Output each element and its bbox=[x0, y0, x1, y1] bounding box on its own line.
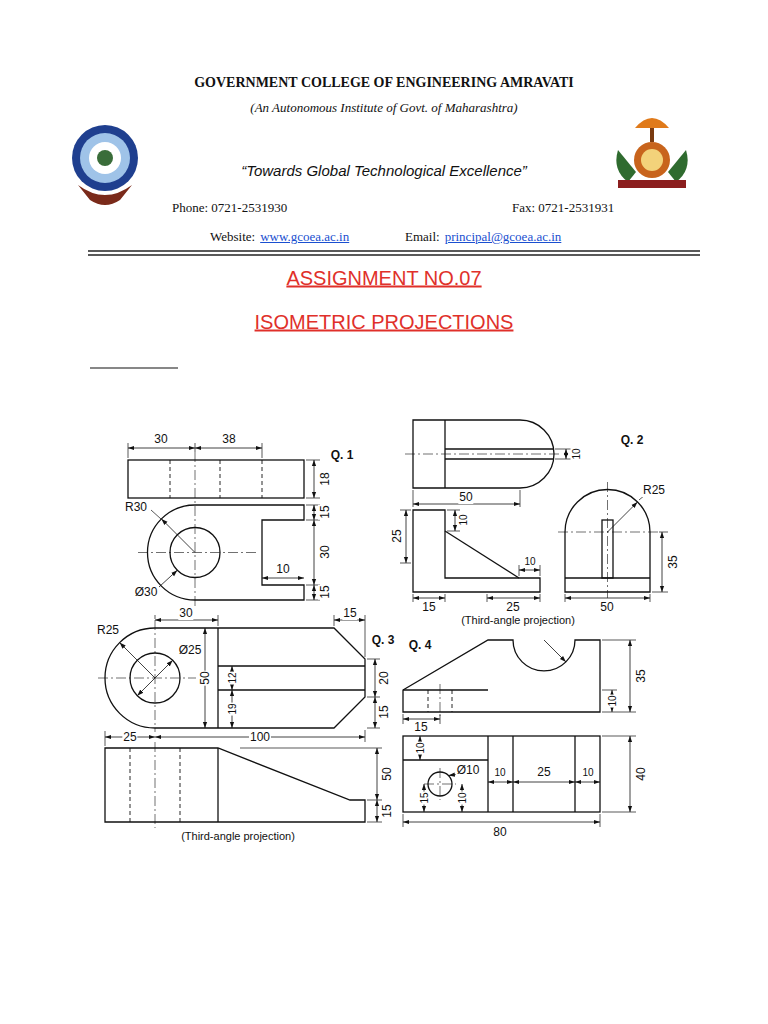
diameter-callout: Ø30 bbox=[134, 585, 159, 599]
dimension: 15 bbox=[419, 791, 430, 804]
state-emblem bbox=[616, 118, 687, 188]
q2-drawing bbox=[400, 420, 668, 602]
dimension: 30 bbox=[318, 544, 332, 559]
dimension: 19 bbox=[227, 702, 238, 715]
dimension: 10 bbox=[457, 791, 468, 804]
dimension: 25 bbox=[122, 730, 137, 744]
projection-note: (Third-angle projection) bbox=[179, 830, 297, 842]
question-number: Q. 2 bbox=[620, 433, 645, 447]
dimension: 15 bbox=[421, 600, 436, 614]
dimension: 20 bbox=[377, 670, 391, 685]
dimension: 25 bbox=[390, 528, 404, 543]
dimension: 15 bbox=[342, 606, 357, 620]
dimension: 25 bbox=[505, 600, 520, 614]
dimension: 100 bbox=[249, 730, 271, 744]
email-link: principal@gcoea.ac.in bbox=[445, 229, 562, 245]
dimension: 25 bbox=[536, 765, 551, 779]
diameter-callout: Ø25 bbox=[178, 643, 203, 657]
radius-callout: R25 bbox=[642, 483, 666, 497]
dimension: 10 bbox=[458, 513, 469, 526]
dimension: 35 bbox=[634, 668, 648, 683]
dimension: 50 bbox=[380, 766, 394, 781]
question-number: Q. 3 bbox=[371, 633, 396, 647]
website-label: Website: bbox=[210, 229, 255, 245]
dimension: 15 bbox=[318, 504, 332, 519]
dimension: 10 bbox=[571, 447, 582, 460]
dimension: 10 bbox=[493, 767, 506, 778]
diameter-callout: Ø10 bbox=[456, 763, 481, 777]
dimension: 12 bbox=[227, 671, 238, 684]
phone: Phone: 0721-2531930 bbox=[172, 200, 287, 216]
email-label: Email: bbox=[405, 229, 440, 245]
dimension: 50 bbox=[458, 490, 473, 504]
motto: “Towards Global Technological Excellence… bbox=[241, 162, 527, 179]
radius-callout: R30 bbox=[124, 500, 148, 514]
college-logo bbox=[72, 125, 138, 205]
fax: Fax: 0721-2531931 bbox=[512, 200, 614, 216]
institute-note: (An Autonomous Institute of Govt. of Mah… bbox=[250, 100, 517, 116]
question-number: Q. 1 bbox=[330, 448, 355, 462]
subject-heading: ISOMETRIC PROJECTIONS bbox=[255, 311, 514, 334]
dimension: 10 bbox=[581, 767, 594, 778]
dimension: 15 bbox=[413, 720, 428, 734]
dimension: 30 bbox=[153, 432, 168, 446]
dimension: 18 bbox=[318, 471, 332, 486]
dimension: 40 bbox=[634, 766, 648, 781]
dimension: 15 bbox=[377, 704, 391, 719]
dimension: 10 bbox=[523, 556, 536, 567]
dimension: 38 bbox=[221, 432, 236, 446]
dimension: 15 bbox=[380, 803, 394, 818]
q3-drawing bbox=[98, 615, 382, 828]
college-name: GOVERNMENT COLLEGE OF ENGINEERING AMRAVA… bbox=[194, 75, 574, 91]
dimension: 50 bbox=[599, 600, 614, 614]
dimension: 10 bbox=[275, 562, 290, 576]
radius-callout: R25 bbox=[96, 623, 120, 637]
dimension: 10 bbox=[607, 694, 618, 707]
dimension: 30 bbox=[178, 606, 193, 620]
website-link: www.gcoea.ac.in bbox=[260, 229, 349, 245]
q4-drawing bbox=[403, 640, 636, 827]
dimension: 10 bbox=[415, 741, 426, 754]
assignment-heading: ASSIGNMENT NO.07 bbox=[286, 267, 481, 290]
dimension: 15 bbox=[318, 584, 332, 599]
question-number: Q. 4 bbox=[408, 638, 433, 652]
dimension: 35 bbox=[666, 554, 680, 569]
projection-note: (Third-angle projection) bbox=[459, 614, 577, 626]
dimension: 50 bbox=[198, 670, 212, 685]
q1-drawing bbox=[128, 443, 320, 606]
dimension: 80 bbox=[492, 825, 507, 839]
